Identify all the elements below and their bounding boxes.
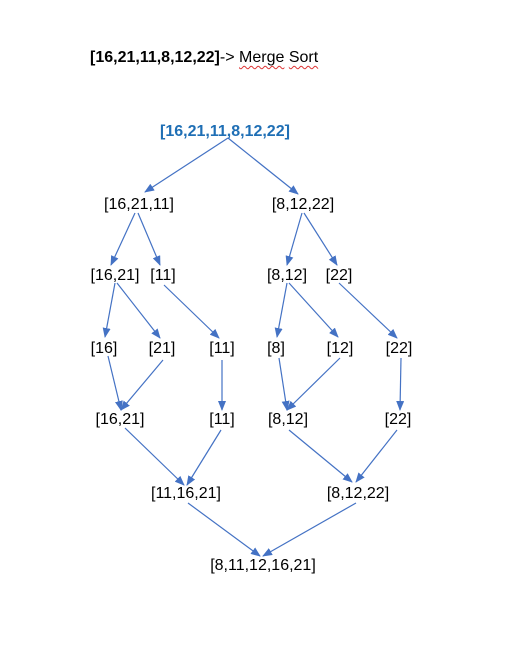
heading-arrow: -> bbox=[219, 49, 240, 66]
edge-16-21-to-16 bbox=[102, 282, 116, 338]
edge-right-22 bbox=[303, 212, 338, 266]
edge-16-to-merge bbox=[107, 355, 123, 411]
edge-8-to-merge bbox=[278, 357, 290, 411]
edge-left-11 bbox=[137, 212, 161, 266]
edge-16-21-to-21 bbox=[116, 282, 161, 339]
edge-16-21-to-11-16-21 bbox=[124, 427, 185, 486]
node-merge-16-21: [16,21] bbox=[96, 411, 145, 428]
edge-11-to-11 bbox=[163, 284, 220, 339]
edge-22-to-merge bbox=[396, 357, 405, 411]
node-right-half: [8,12,22] bbox=[272, 196, 334, 213]
node-final: [8,11,12,16,21] bbox=[210, 557, 316, 574]
edge-22-to-8-12-22 bbox=[355, 429, 398, 483]
heading: [16,21,11,8,12,22]-> Merge Sort bbox=[90, 49, 318, 67]
edge-right-8-12 bbox=[285, 212, 303, 266]
node-leaf-16: [16] bbox=[91, 340, 118, 357]
edge-22-to-22 bbox=[338, 282, 398, 339]
edge-8-12-22-to-final bbox=[262, 502, 357, 557]
node-merge-22: [22] bbox=[385, 411, 412, 428]
heading-array: [16,21,11,8,12,22] bbox=[90, 49, 220, 66]
node-leaf-21: [21] bbox=[149, 340, 176, 357]
edge-12-to-merge bbox=[286, 357, 341, 411]
edge-21-to-merge bbox=[120, 359, 164, 411]
edge-root-left bbox=[144, 137, 229, 193]
edge-11-to-11-16-21 bbox=[186, 429, 222, 486]
node-left-half: [16,21,11] bbox=[104, 196, 174, 213]
edge-root-right bbox=[227, 137, 299, 195]
node-leaf-12: [12] bbox=[327, 340, 354, 357]
node-merge-8-12-22: [8,12,22] bbox=[327, 485, 389, 502]
node-merge-11-16-21: [11,16,21] bbox=[151, 485, 221, 502]
edge-8-12-to-8 bbox=[274, 282, 288, 338]
node-l-16-21: [16,21] bbox=[91, 267, 140, 284]
node-r-8-12: [8,12] bbox=[267, 267, 307, 284]
node-leaf-8: [8] bbox=[267, 340, 285, 357]
node-root: [16,21,11,8,12,22] bbox=[160, 123, 290, 140]
node-merge-11: [11] bbox=[209, 411, 235, 428]
edge-left-16-21 bbox=[110, 212, 136, 266]
node-l-11: [11] bbox=[150, 267, 176, 284]
edge-8-12-to-12 bbox=[288, 282, 339, 338]
edge-8-12-to-8-12-22 bbox=[288, 429, 353, 483]
nodes: [16,21,11,8,12,22] [16,21,11] [8,12,22] … bbox=[91, 123, 413, 574]
node-r-22: [22] bbox=[326, 267, 353, 284]
heading-merge: Merge bbox=[239, 49, 285, 66]
node-leaf-11: [11] bbox=[209, 340, 235, 357]
node-merge-8-12: [8,12] bbox=[268, 411, 308, 428]
heading-sort: Sort bbox=[288, 49, 319, 66]
edge-11-16-21-to-final bbox=[187, 502, 261, 557]
node-leaf-22: [22] bbox=[386, 340, 413, 357]
edges bbox=[102, 137, 405, 557]
